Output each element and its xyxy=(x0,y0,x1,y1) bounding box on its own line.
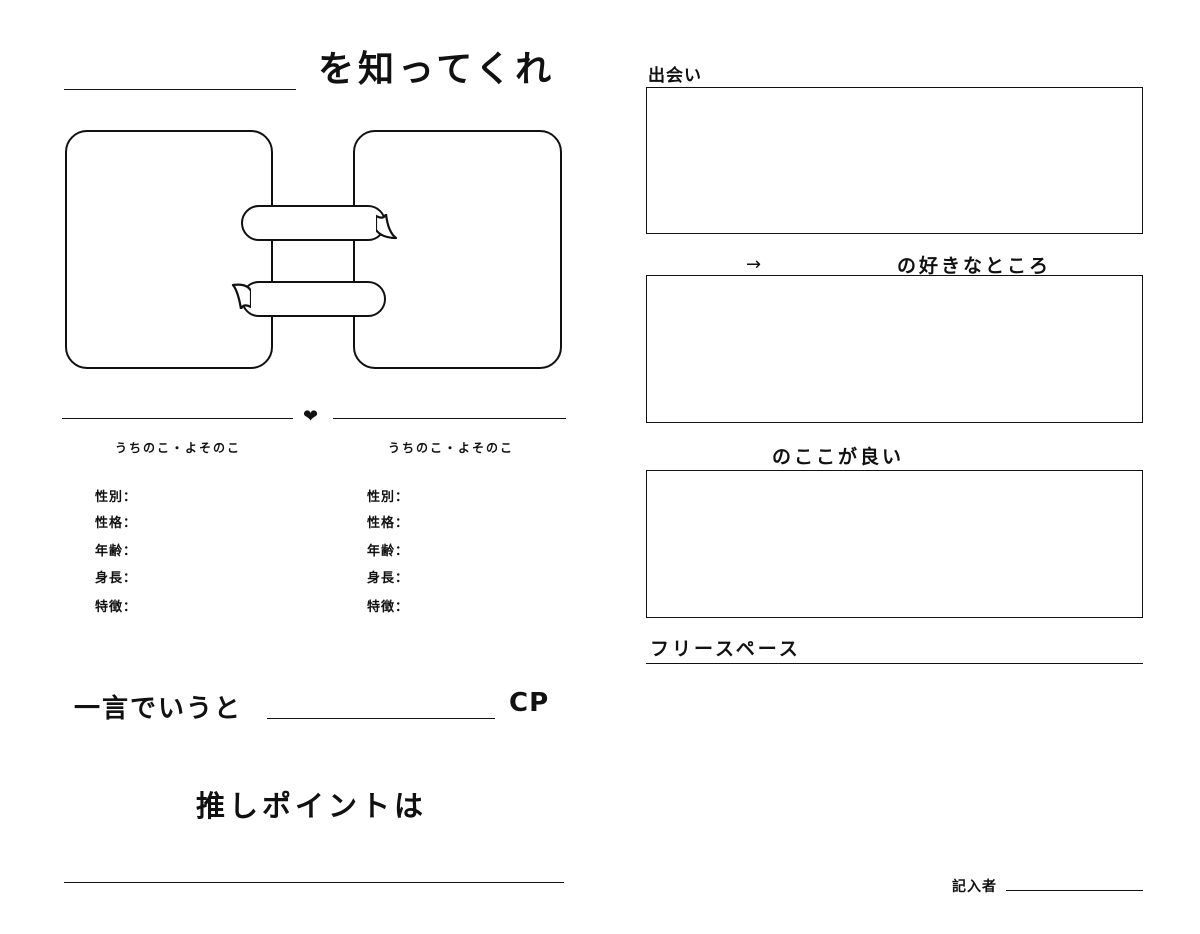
free-space-line xyxy=(646,663,1143,664)
good-points-box[interactable] xyxy=(646,470,1143,618)
heart-icon: ❤ xyxy=(303,406,319,427)
field-age-left: 年齢： xyxy=(95,544,138,559)
summary-prefix: 一言でいうと xyxy=(74,694,243,724)
field-personality-left: 性格： xyxy=(95,516,138,531)
field-features-left: 特徴： xyxy=(95,600,138,615)
field-height-right: 身長： xyxy=(367,571,410,586)
good-points-title: のここが良い xyxy=(772,446,905,468)
recommend-title: 推しポイントは xyxy=(196,789,428,823)
page-title: を知ってくれ xyxy=(318,49,556,90)
name-line[interactable] xyxy=(64,89,296,90)
portrait-frame-right xyxy=(353,130,562,369)
speech-bubble-top[interactable] xyxy=(241,205,386,241)
meeting-title: 出会い xyxy=(648,66,702,86)
summary-suffix: CP xyxy=(509,688,550,718)
recommend-line[interactable] xyxy=(64,882,564,883)
meeting-box[interactable] xyxy=(646,87,1143,234)
speech-bubble-bottom[interactable] xyxy=(241,281,386,317)
likes-title: の好きなところ xyxy=(897,255,1052,277)
field-gender-right: 性別： xyxy=(367,490,410,505)
character-label-left: うちのこ・よそのこ xyxy=(115,441,242,455)
arrow-icon: → xyxy=(746,254,762,275)
writer-line[interactable] xyxy=(1006,890,1143,891)
divider-left xyxy=(62,418,293,419)
field-height-left: 身長： xyxy=(95,571,138,586)
field-gender-left: 性別： xyxy=(95,490,138,505)
field-personality-right: 性格： xyxy=(367,516,410,531)
free-space-title: フリースペース xyxy=(650,638,801,660)
field-features-right: 特徴： xyxy=(367,600,410,615)
bubble-tail-top xyxy=(376,214,398,240)
portrait-frame-left xyxy=(65,130,273,369)
summary-blank-line[interactable] xyxy=(267,718,495,719)
writer-label: 記入者 xyxy=(952,879,997,895)
character-label-right: うちのこ・よそのこ xyxy=(388,441,515,455)
divider-right xyxy=(333,418,566,419)
likes-box[interactable] xyxy=(646,275,1143,423)
field-age-right: 年齢： xyxy=(367,544,410,559)
bubble-tail-bottom xyxy=(231,283,251,309)
